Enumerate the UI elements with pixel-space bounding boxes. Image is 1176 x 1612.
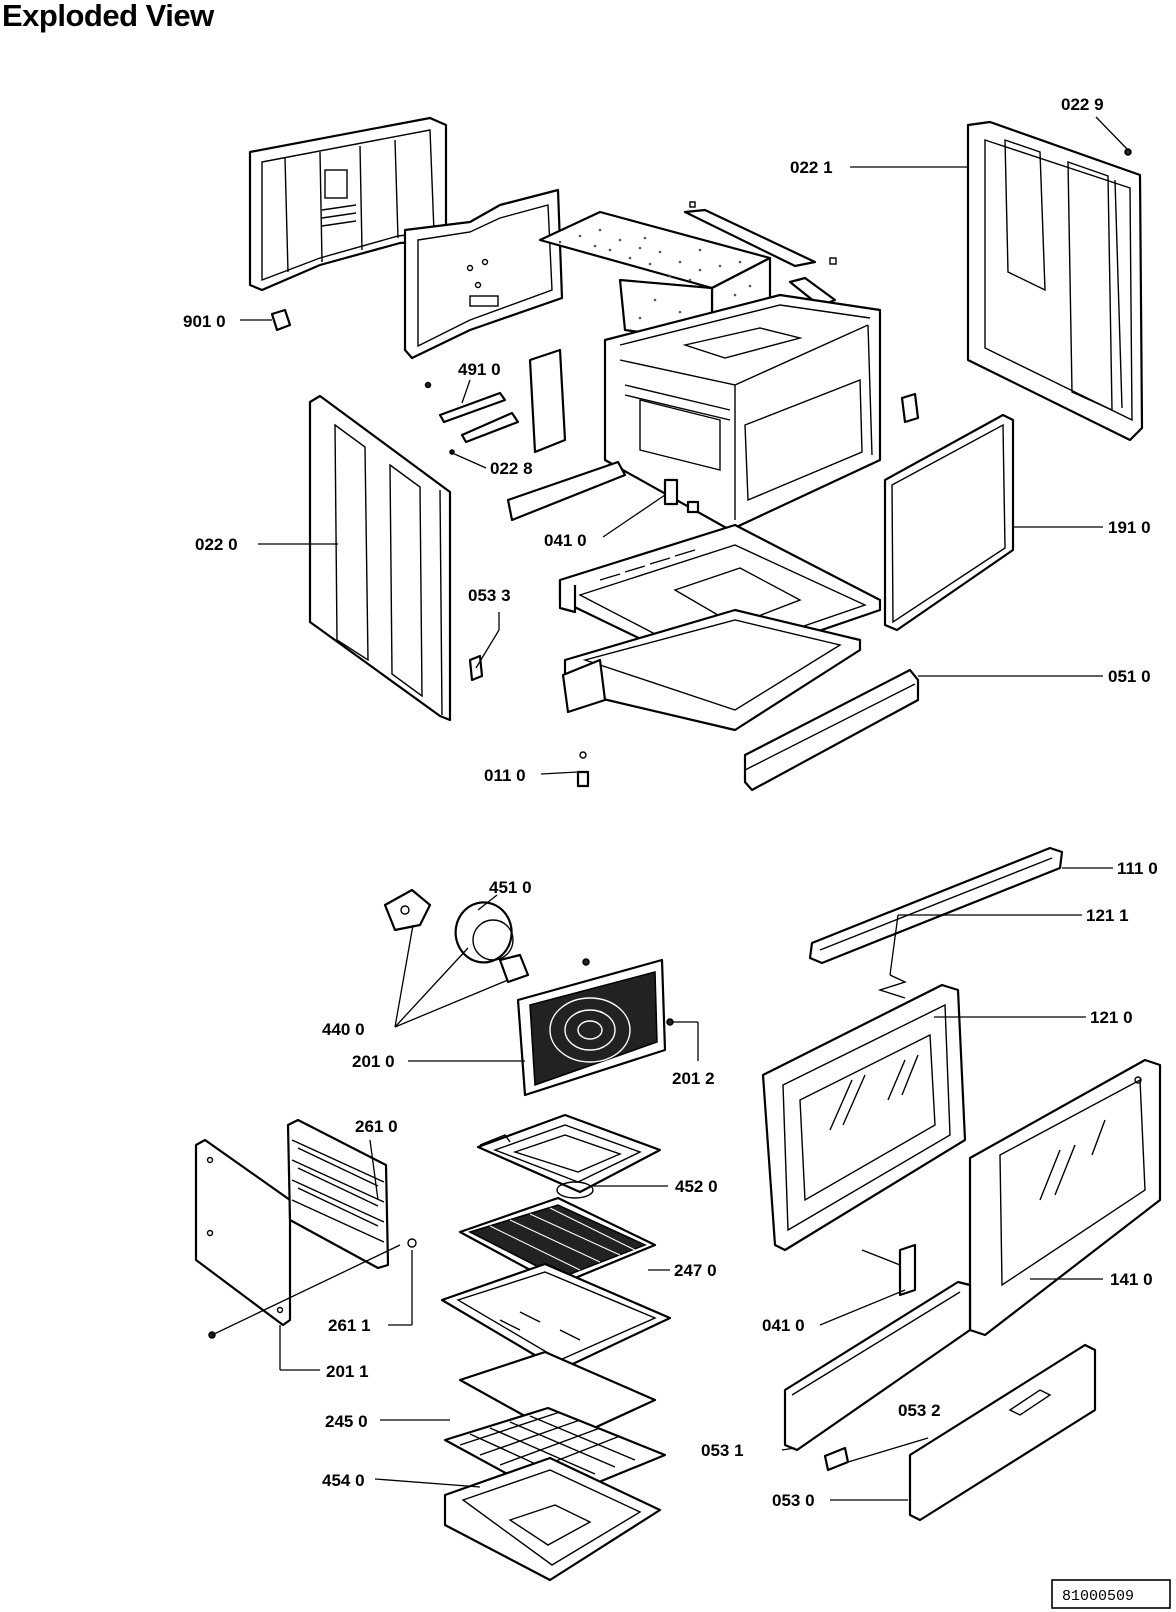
- callout-1210: 121 0: [1090, 1008, 1133, 1027]
- bottom-plate: [561, 608, 862, 732]
- drawer-slide: [823, 1446, 850, 1472]
- callout-0510: 051 0: [1108, 667, 1151, 686]
- cavity-connector: [663, 478, 700, 514]
- callout-4400: 440 0: [322, 1020, 365, 1039]
- callout-9010: 901 0: [183, 312, 226, 331]
- callout-0410-lower: 041 0: [762, 1316, 805, 1335]
- base-pan: [443, 1456, 662, 1582]
- callout-4510: 451 0: [489, 878, 532, 897]
- callout-0229: 022 9: [1061, 95, 1104, 114]
- shelf-support-rack: [286, 1118, 390, 1270]
- left-side-panel: [308, 394, 452, 722]
- callout-0228: 022 8: [490, 459, 533, 478]
- adjustable-foot: [270, 308, 292, 332]
- callout-0533: 053 3: [468, 586, 511, 605]
- drawer-rail: [783, 1280, 972, 1452]
- door-gasket: [877, 974, 907, 999]
- lower-side-rail: [506, 460, 627, 522]
- callout-2611: 261 1: [328, 1316, 371, 1335]
- right-side-panel: [966, 120, 1144, 442]
- top-trim-strip: [808, 846, 1064, 965]
- fan-motor: [383, 888, 530, 984]
- outer-glass-door: [968, 1058, 1162, 1337]
- callout-0531: 053 1: [701, 1441, 744, 1460]
- callout-0110: 011 0: [484, 766, 526, 785]
- callout-2470: 247 0: [674, 1261, 717, 1280]
- callout-0221: 022 1: [790, 158, 833, 177]
- drawer-front: [908, 1343, 1097, 1522]
- oven-cavity-frame: [603, 293, 882, 532]
- callout-4540: 454 0: [322, 1471, 365, 1490]
- callout-0410-upper: 041 0: [544, 531, 587, 550]
- document-number-box: 81000509: [1051, 1579, 1171, 1609]
- rear-back-panel: [248, 116, 448, 292]
- callout-labels: 022 9 022 1 901 0 491 0 022 8 022 0 041 …: [183, 95, 1158, 1510]
- callout-0530: 053 0: [772, 1491, 815, 1510]
- callout-1410: 141 0: [1110, 1270, 1153, 1289]
- callout-2450: 245 0: [325, 1412, 368, 1431]
- callout-0220: 022 0: [195, 535, 238, 554]
- door-hinge: [861, 1243, 917, 1297]
- rear-inner-panel: [403, 188, 564, 360]
- callout-2010: 201 0: [352, 1052, 395, 1071]
- page-title: Exploded View: [2, 0, 214, 33]
- wire-shelf: [458, 1196, 657, 1287]
- fan-grill-panel: [516, 958, 674, 1097]
- door-seal-frame: [883, 413, 1015, 632]
- callout-2610: 261 0: [355, 1117, 398, 1136]
- side-liner-plate: [194, 1138, 292, 1327]
- document-number: 81000509: [1062, 1588, 1134, 1605]
- side-insulation-panel: [528, 348, 567, 454]
- callout-4520: 452 0: [675, 1177, 718, 1196]
- control-bracket: [424, 381, 520, 455]
- washer-icon: [407, 1238, 417, 1248]
- callout-1110: 111 0: [1117, 859, 1158, 878]
- screw-icon: [1124, 148, 1132, 156]
- top-heating-element: [476, 1113, 662, 1199]
- callout-2011: 201 1: [326, 1362, 369, 1381]
- top-rail: [683, 201, 837, 308]
- inner-door-frame: [761, 983, 967, 1252]
- front-rail: [743, 668, 920, 792]
- baking-tray: [440, 1262, 672, 1372]
- callout-4910: 491 0: [458, 360, 501, 379]
- leader-lines: [211, 116, 1129, 1501]
- callout-0532: 053 2: [898, 1401, 941, 1420]
- callout-1910: 191 0: [1108, 518, 1151, 537]
- callout-2012: 201 2: [672, 1069, 715, 1088]
- callout-1211: 121 1: [1086, 906, 1129, 925]
